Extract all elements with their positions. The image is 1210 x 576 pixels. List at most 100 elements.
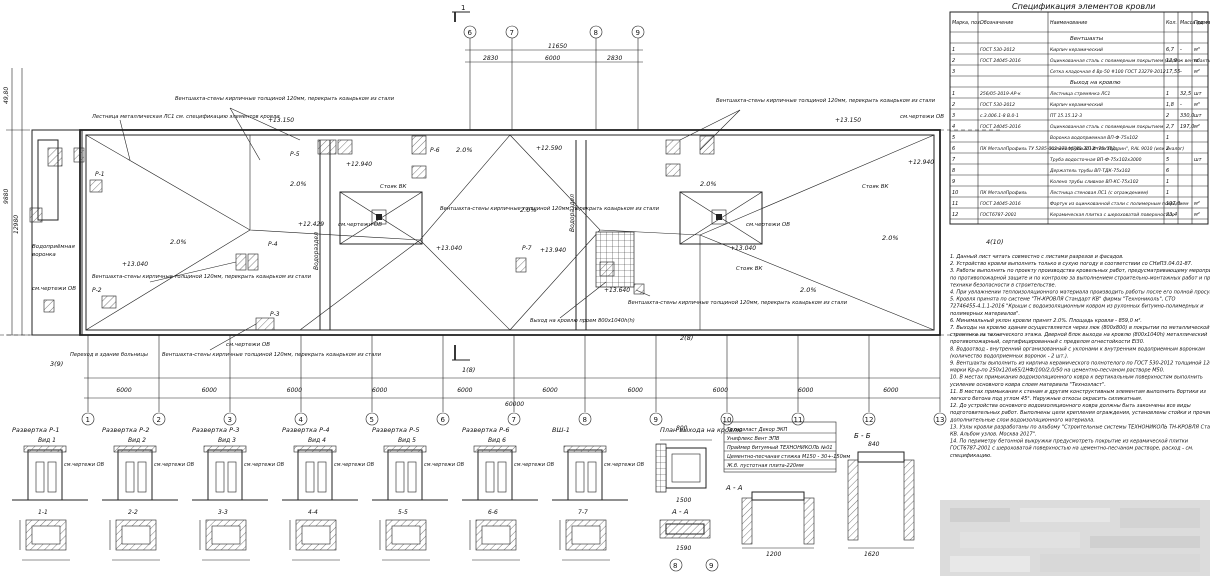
bottom-dimensions [84, 377, 940, 399]
axis-circle [862, 412, 876, 426]
svg-text:3(9): 3(9) [50, 360, 63, 368]
detail-section: 3-3 [218, 509, 228, 516]
roof-drain-1 [339, 191, 423, 245]
svg-text:Стояк ВК: Стояк ВК [862, 184, 890, 190]
axis-label-top: 8 [594, 29, 598, 37]
shaft-elevation [117, 449, 153, 501]
detail-title: Развертка Р-6 [462, 426, 509, 434]
roof-layer: Цементно-песчаная стяжка М150 - 30+-150м… [727, 454, 851, 460]
spec-header: Примечание [1194, 20, 1210, 26]
detail-view: Вид 4 [308, 437, 326, 444]
spec-cell: 330,0 [1180, 113, 1194, 119]
axis-label: 7 [512, 416, 516, 424]
spec-cell: Оцинкованная сталь с полимерным покрытие… [1050, 58, 1210, 64]
spec-cell: - [1180, 102, 1182, 108]
roof-exit-plan: План выхода на кровлю 800 1500 А - А 159… [655, 425, 743, 572]
axis-circle-top [631, 25, 645, 39]
svg-text:2.0%: 2.0% [290, 180, 307, 188]
dimension-label: 6000 [116, 387, 131, 394]
svg-text:1500: 1500 [676, 497, 691, 504]
dimension-label: 6000 [798, 387, 813, 394]
note-line: спецификацию. [950, 453, 992, 459]
note-line: дополнительные слои водоизоляционного ма… [949, 417, 1095, 423]
detail-title: Развертка Р-2 [102, 426, 149, 434]
svg-text:1200: 1200 [766, 551, 781, 558]
spec-cell: 1 [1166, 190, 1169, 196]
spec-cell: шт [1194, 113, 1203, 119]
spec-cell: м² [1194, 69, 1200, 75]
title-block-stamp [940, 500, 1210, 576]
svg-text:см.чертежи ОВ: см.чертежи ОВ [338, 222, 382, 228]
roof-exit-tiles [595, 231, 635, 288]
svg-text:Р-3: Р-3 [270, 311, 280, 318]
spec-cell: 197,0 [1180, 124, 1194, 130]
note-line: легкого бетона под углом 45°. Наружные о… [949, 396, 1142, 402]
detail-title: Развертка Р-3 [192, 426, 239, 434]
svg-text:Стояк ВК: Стояк ВК [380, 184, 408, 190]
detail-section: 5-5 [398, 509, 408, 516]
note-line: 3. Работы выполнять по проекту производс… [950, 268, 1210, 274]
top-axis-dimensions: 11650 2830 6000 2830 [465, 38, 643, 130]
spec-cell: - [1180, 58, 1182, 64]
dimension-label: 6000 [457, 387, 472, 394]
spec-cell: Фартук из оцинкованной стали с полимерны… [1050, 201, 1189, 207]
spec-cell: м³ [1194, 102, 1200, 108]
spec-cell: 6 [1166, 168, 1169, 174]
axis-circle-top [589, 25, 603, 39]
detail-section: 1-1 [38, 509, 48, 516]
spec-cell: 12 [952, 212, 958, 218]
svg-text:49,80: 49,80 [3, 87, 10, 104]
spec-header: Марка, поз. [952, 20, 981, 26]
svg-text:+12.940: +12.940 [346, 161, 372, 168]
detail-chertegi: см.чертежи ОВ [244, 462, 285, 468]
spec-cell: Держатель трубы ВП-ТДК-75х102 [1049, 168, 1130, 174]
dimension-label: 6000 [372, 387, 387, 394]
axis-circle [649, 412, 663, 426]
svg-text:2830: 2830 [607, 55, 622, 62]
axis-label-top: 9 [636, 29, 640, 37]
dimension-label: 6000 [202, 387, 217, 394]
roof-layer: Ж.б. пустотная плита-220мм [726, 463, 804, 469]
spec-cell: м² [1194, 201, 1200, 207]
dimension-label: 6000 [883, 387, 898, 394]
axis-label: 9 [654, 416, 658, 424]
dimension-label: 6000 [287, 387, 302, 394]
svg-text:+12.590: +12.590 [536, 145, 562, 152]
svg-text:+13.040: +13.040 [730, 245, 756, 252]
svg-text:Б - Б: Б - Б [854, 432, 871, 440]
note-line: 14. По периметру бетонной выкружки преду… [950, 439, 1189, 445]
note-line: 12. До устройства основного водоизоляцио… [950, 403, 1191, 409]
axis-label: 4 [299, 416, 304, 424]
shaft-elevation [387, 449, 423, 501]
detail-view: Вид 2 [128, 437, 146, 444]
svg-text:см.чертежи ОВ: см.чертежи ОВ [226, 342, 270, 348]
note-line: усиление основного ковра слоем материала… [949, 382, 1106, 388]
spec-cell: 5 [952, 135, 955, 141]
spec-cell: 6 [952, 146, 955, 152]
roof-layer: Унифлекс Вент ЭПВ [727, 436, 780, 442]
svg-text:+12.940: +12.940 [908, 159, 934, 166]
shaft-elevation [477, 449, 513, 501]
axis-circle [223, 412, 237, 426]
spec-cell: м³ [1194, 47, 1200, 53]
note-line: противопожарный, сертифицированный с пре… [950, 339, 1144, 345]
note-line: 6. Минимальный уклон кровли принят 2.0%.… [950, 318, 1142, 324]
svg-text:2830: 2830 [483, 55, 498, 62]
spec-cell: Сетка кладочная 4 Вр-50 #100 ГОСТ 23279-… [1050, 69, 1166, 75]
svg-text:800: 800 [676, 425, 688, 432]
spec-cell: 2 [1166, 146, 1169, 152]
spec-cell: 12,9 [1166, 58, 1177, 64]
spec-cell: шт [1194, 91, 1203, 97]
detail-chertegi: см.чертежи ОВ [424, 462, 465, 468]
spec-cell: 9 [952, 179, 955, 185]
note-line: полимерных материалов". [950, 311, 1020, 317]
spec-cell: 17,55 [1166, 69, 1180, 75]
svg-text:Р-5: Р-5 [290, 151, 300, 158]
axis-label: 6 [441, 416, 446, 424]
spec-cell: м² [1194, 58, 1200, 64]
svg-text:2.0%: 2.0% [456, 146, 473, 154]
spec-section-title: Вентшахты [1070, 36, 1104, 42]
spec-cell: 1 [1166, 91, 1169, 97]
